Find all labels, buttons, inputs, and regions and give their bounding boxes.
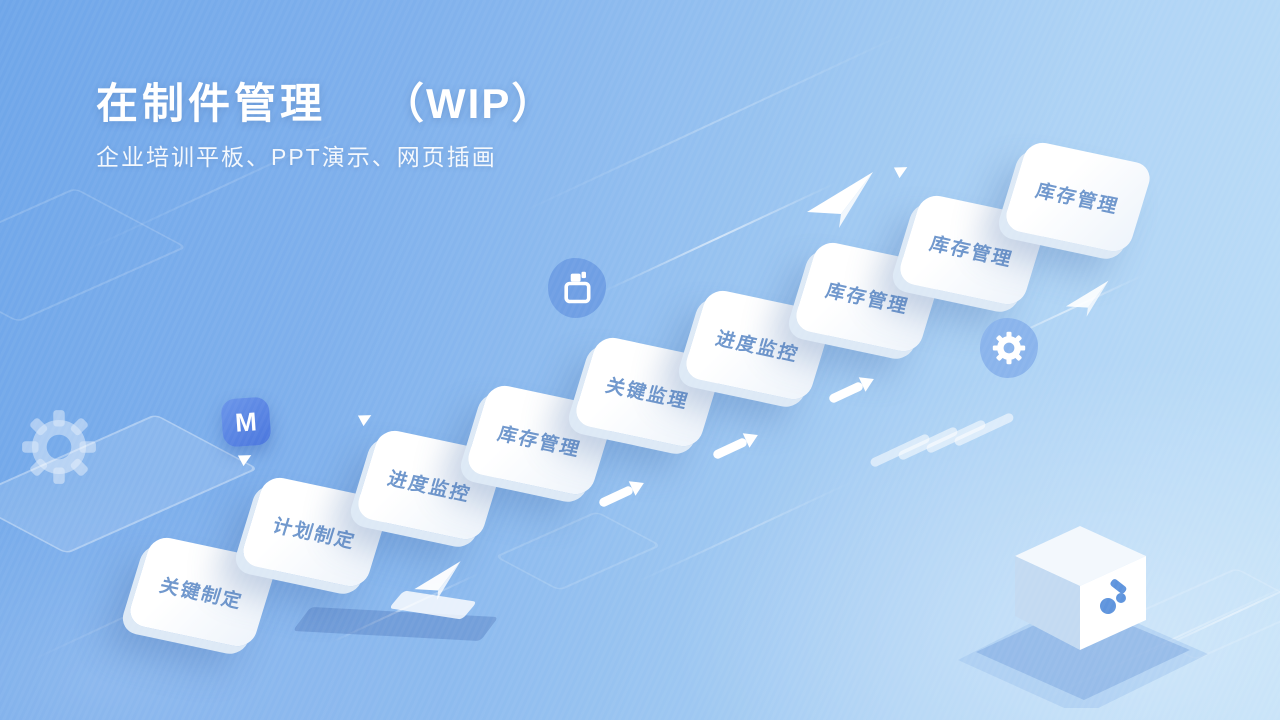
- dash-arrow-icon: [711, 436, 749, 461]
- decor-line: [634, 480, 853, 584]
- step-label: 计划制定: [270, 515, 359, 553]
- title-text: 在制件管理: [96, 80, 327, 127]
- paper-plane-icon: [1065, 280, 1109, 317]
- camera-glyph: [564, 271, 591, 304]
- gear-glyph: [992, 331, 1026, 365]
- step-label: 进度监控: [385, 468, 474, 506]
- decor-panel: [0, 187, 188, 323]
- dash-arrow-icon: [827, 380, 865, 405]
- step-label: 库存管理: [927, 233, 1016, 271]
- step-label: 库存管理: [1033, 180, 1122, 218]
- page-subtitle: 企业培训平板、PPT演示、网页插画: [96, 144, 497, 170]
- step-label: 进度监控: [713, 328, 802, 366]
- m-monogram-badge-icon: M: [220, 396, 272, 448]
- gear-icon: [980, 318, 1038, 378]
- isometric-box-illustration: [958, 526, 1208, 708]
- step-label: 库存管理: [823, 280, 912, 318]
- step-label: 库存管理: [495, 423, 584, 461]
- camera-icon: [548, 258, 606, 318]
- gear-decor-icon: [22, 410, 96, 484]
- step-label: 关键监理: [603, 375, 692, 413]
- paper-plane-icon: [414, 561, 461, 601]
- chevron-icon: [893, 161, 911, 179]
- badge-letter: M: [234, 405, 258, 438]
- big-arrow-icon: [807, 172, 873, 228]
- dash-arrow-icon: [597, 484, 635, 509]
- page-title: 在制件管理 （WIP）: [96, 70, 555, 131]
- chevron-icon: [357, 409, 375, 427]
- decor-panel: [494, 510, 662, 592]
- title-suffix: （WIP）: [382, 80, 556, 127]
- step-label: 关键制定: [157, 575, 246, 613]
